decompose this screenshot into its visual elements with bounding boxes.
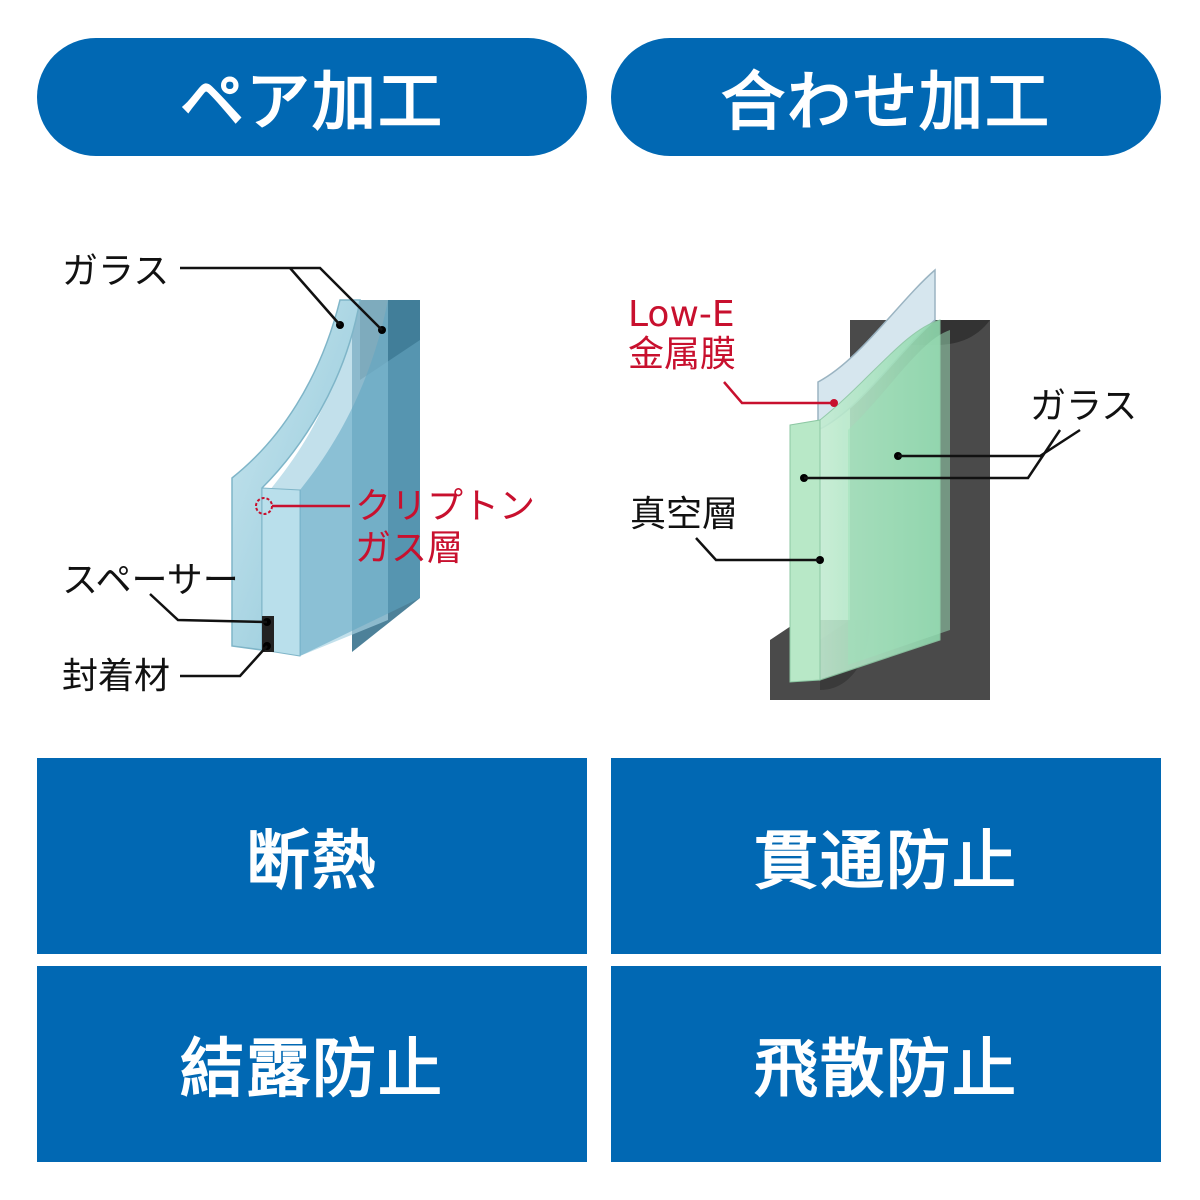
spacer-label: スペーサー [62,560,239,601]
feature-insulation: 断熱 [37,758,587,954]
lowe-label: Low-E [628,294,735,335]
feature-penetration-prevention: 貫通防止 [611,758,1161,954]
gas-layer-label: ガス層 [355,528,463,569]
glass-label-right: ガラス [1030,386,1137,427]
header-pair-processing: ペア加工 [37,38,587,156]
glass-label-left: ガラス [62,251,169,292]
right-leader-lines [695,381,1081,562]
metal-film-label: 金属膜 [628,334,736,375]
left-leader-lines [149,266,383,678]
sealant-label: 封着材 [62,656,170,697]
diagrams: ガラス クリプトン ガス層 スペーサー 封着材 Low-E 金属膜 ガラス 真空… [62,251,1137,700]
vacuum-layer-label: 真空層 [630,494,738,535]
header-laminated-processing: 合わせ加工 [611,38,1161,156]
feature-condensation-prevention: 結露防止 [37,966,587,1162]
laminated-glass-illustration [770,268,990,700]
pair-glass-illustration [231,299,420,657]
feature-shatter-prevention: 飛散防止 [611,966,1161,1162]
krypton-gas-label: クリプトン [355,486,535,527]
